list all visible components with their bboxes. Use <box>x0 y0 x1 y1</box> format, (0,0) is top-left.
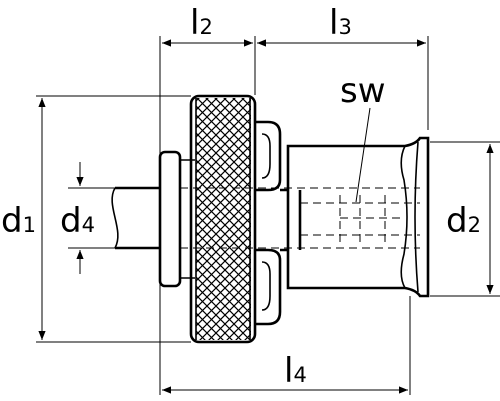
label-l3: l3 <box>329 3 352 43</box>
svg-text:d2: d2 <box>446 201 481 241</box>
svg-text:sw: sw <box>340 71 386 111</box>
dimension-lines <box>38 39 494 394</box>
extension-lines <box>36 36 500 395</box>
sw-leader-line <box>355 107 371 203</box>
svg-text:d4: d4 <box>60 201 95 241</box>
shank <box>111 186 160 250</box>
knurled-collar <box>189 94 257 344</box>
main-body <box>280 136 430 298</box>
clamp-ring <box>255 120 282 326</box>
svg-text:l4: l4 <box>284 351 307 391</box>
label-l2: l2 <box>190 3 213 43</box>
label-sw: sw <box>340 71 386 111</box>
label-d1: d1 <box>1 201 36 241</box>
svg-text:l2: l2 <box>190 3 213 43</box>
label-d4: d4 <box>60 201 95 241</box>
adapter-part <box>111 94 430 344</box>
label-l4: l4 <box>284 351 307 391</box>
flange <box>158 150 182 288</box>
label-d2: d2 <box>446 201 481 241</box>
svg-text:l3: l3 <box>329 3 352 43</box>
hidden-bore <box>180 187 420 249</box>
svg-text:d1: d1 <box>1 201 36 241</box>
